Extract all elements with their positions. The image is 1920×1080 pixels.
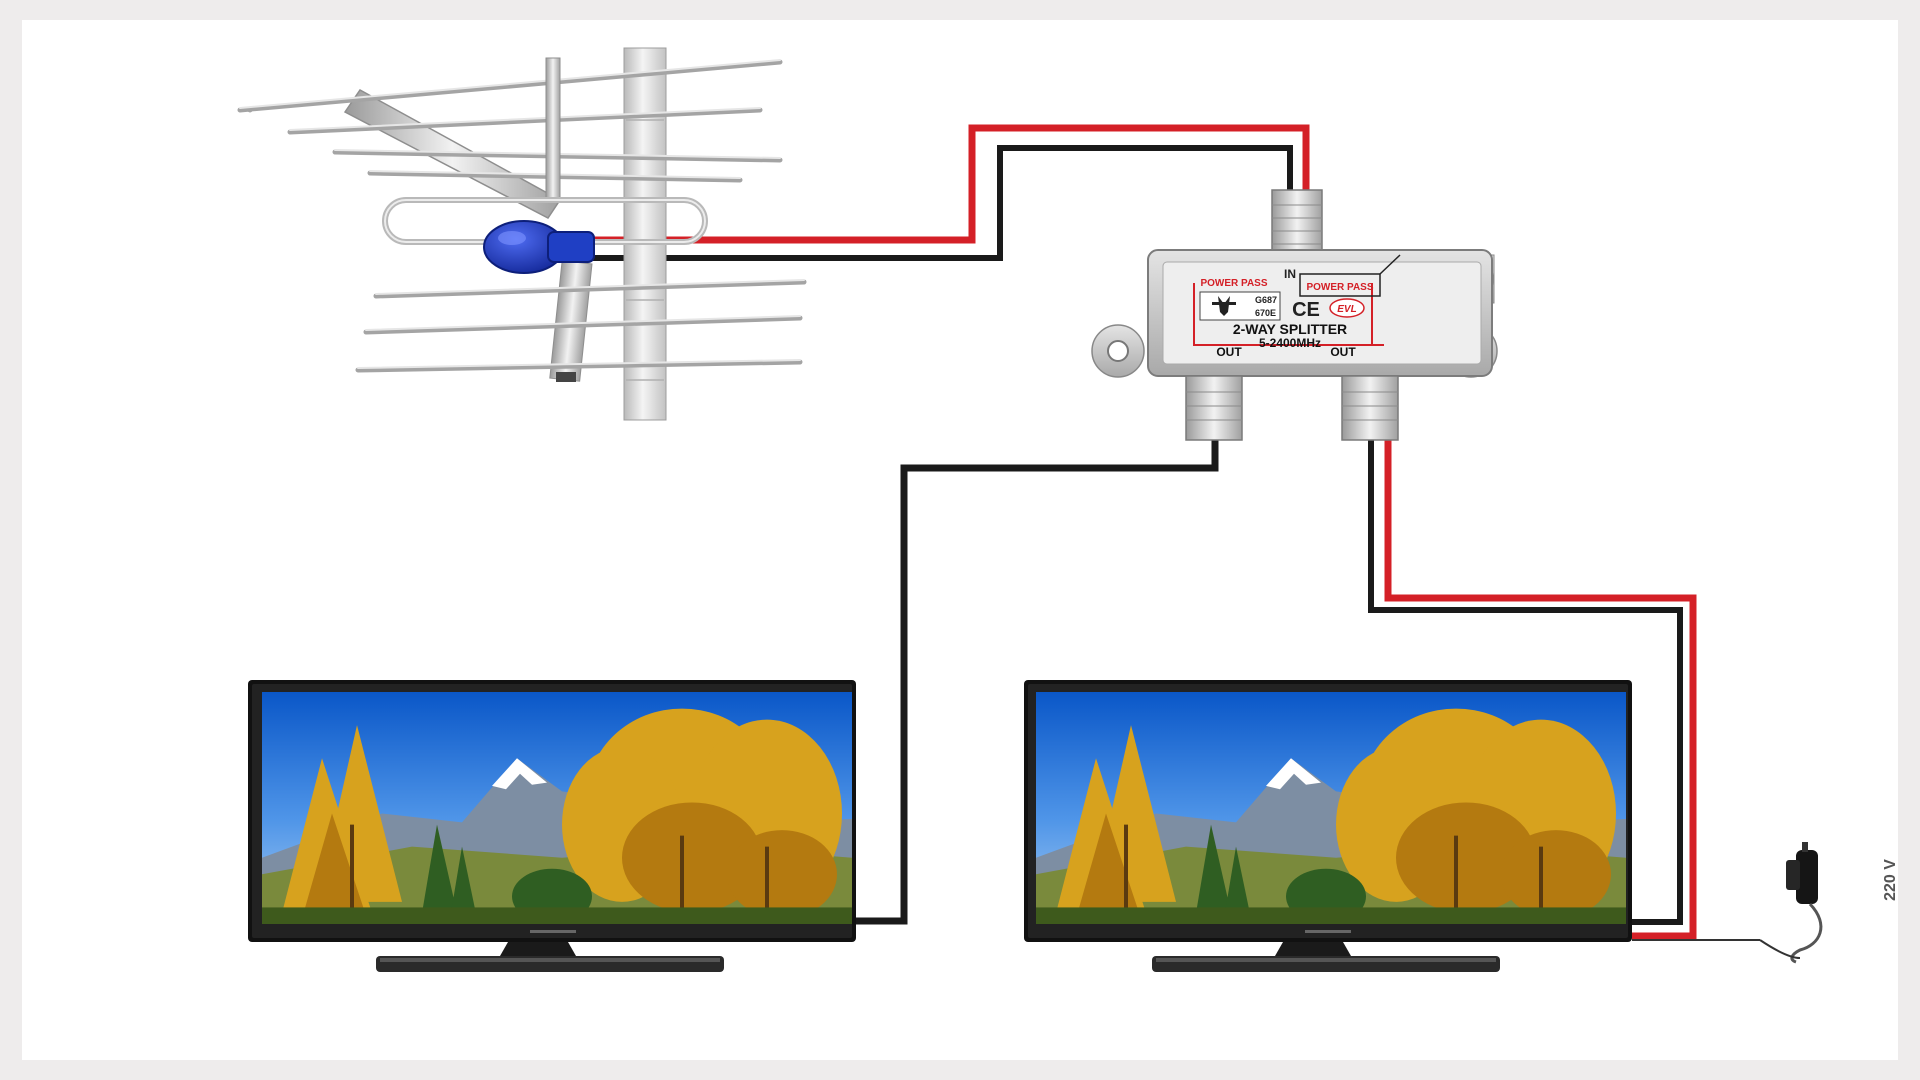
power-adapter-voltage-label: 220 V <box>1882 859 1898 901</box>
splitter-out-right-label: OUT <box>1330 345 1356 359</box>
splitter-power-pass-left: POWER PASS <box>1200 278 1267 289</box>
brand-logo <box>1329 298 1365 318</box>
splitter-title: 2-WAY SPLITTER <box>1233 321 1347 337</box>
antenna-mast <box>623 47 667 421</box>
splitter-out-left-label: OUT <box>1216 345 1242 359</box>
signal-cable-splitter-to-tv2 <box>1368 440 1683 925</box>
signal-cable-splitter-to-tv1 <box>856 440 1219 925</box>
eagle-icon <box>1212 296 1236 316</box>
diagram-canvas: IN POWER PASS POWER PASS G687 670E CE EV… <box>22 20 1898 1060</box>
antenna-icon <box>237 47 807 421</box>
power-cable-antenna-to-splitter <box>592 124 1310 244</box>
tv-left <box>248 680 856 972</box>
splitter-icon: IN POWER PASS POWER PASS G687 670E CE EV… <box>1091 189 1498 441</box>
signal-cable-antenna-to-splitter <box>590 145 1293 261</box>
tv-right-screen <box>1036 692 1626 924</box>
splitter-out-port-right <box>1341 375 1399 441</box>
splitter-brand: EVL <box>1337 304 1356 315</box>
splitter-ce-mark: CE <box>1292 299 1320 321</box>
wiring-diagram: IN POWER PASS POWER PASS G687 670E CE EV… <box>237 47 1898 972</box>
splitter-out-port-left <box>1185 375 1243 441</box>
tv-right <box>1024 680 1632 972</box>
tv-icon <box>1024 680 1632 972</box>
amplifier-icon <box>483 220 595 274</box>
splitter-cert-line1: G687 <box>1255 295 1277 305</box>
splitter-in-label: IN <box>1284 267 1296 281</box>
cables <box>590 124 1760 941</box>
power-cable-splitter-to-tv2 <box>1384 440 1697 940</box>
splitter-freq: 5-2400MHz <box>1259 336 1321 350</box>
splitter-cert-line2: 670E <box>1255 308 1276 318</box>
splitter-in-port <box>1271 189 1323 259</box>
tv-left-screen <box>262 692 852 924</box>
power-adapter-icon: 220 V <box>1759 842 1898 964</box>
splitter-power-pass-right: POWER PASS <box>1306 282 1373 293</box>
tv-icon <box>248 680 856 972</box>
